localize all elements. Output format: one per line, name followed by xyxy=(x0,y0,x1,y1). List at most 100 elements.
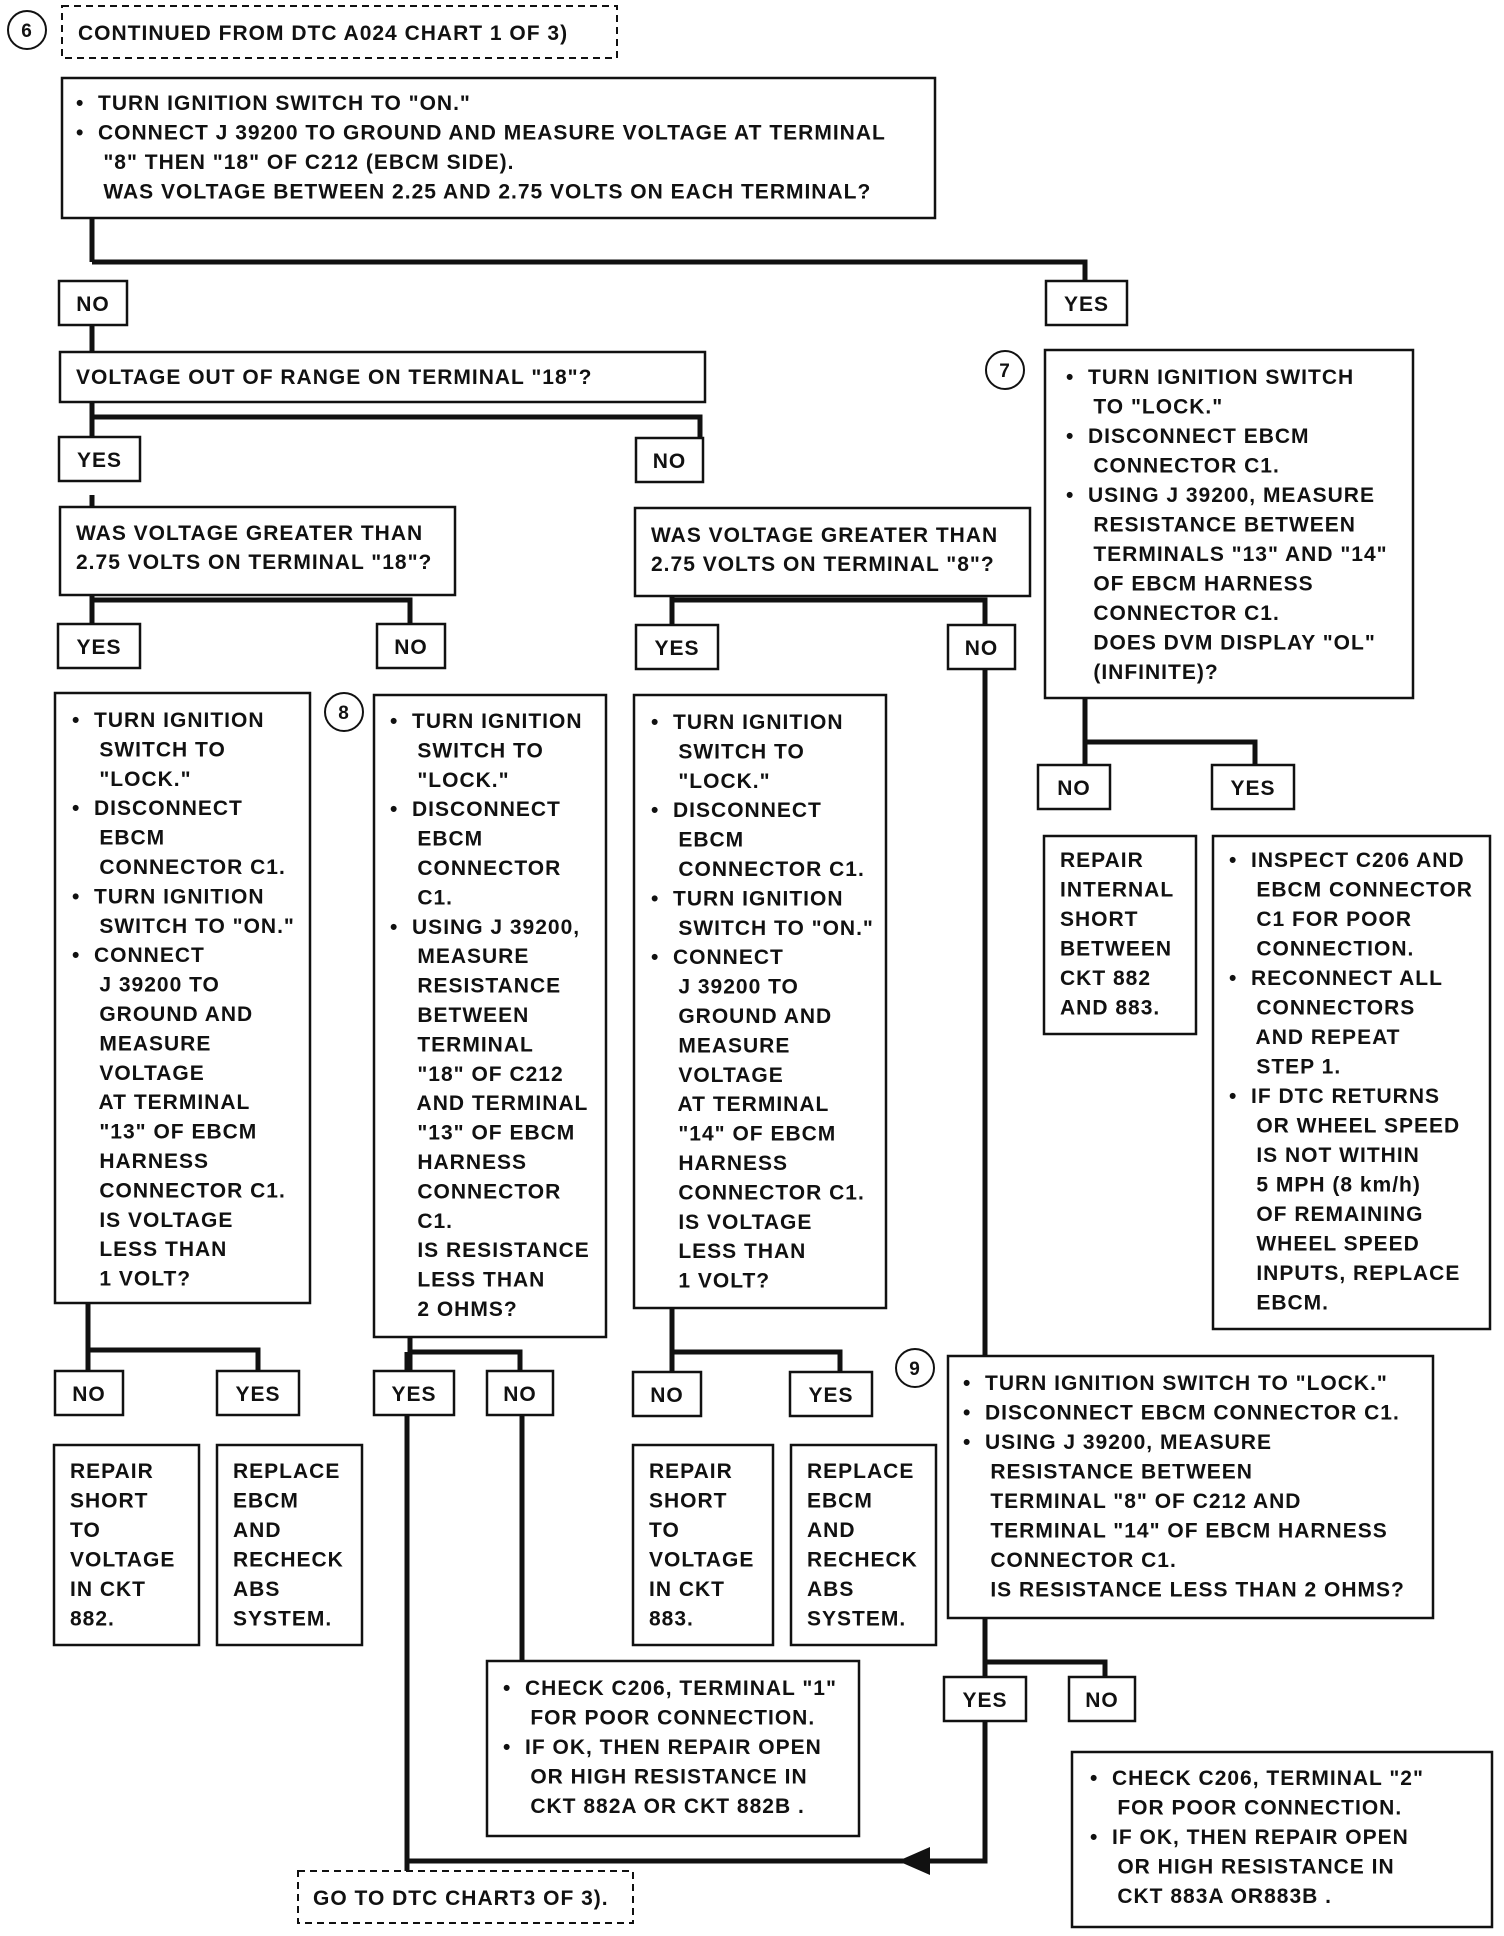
check-c206-terminal-2-box-line: FOR POOR CONNECTION. xyxy=(1090,1797,1402,1820)
question-terminal-18-box-line: VOLTAGE OUT OF RANGE ON TERMINAL "18"? xyxy=(76,366,592,389)
inspect-c206-box-line: • IF DTC RETURNS xyxy=(1229,1085,1440,1108)
step-9-box-line: CONNECTOR C1. xyxy=(963,1549,1177,1572)
check-voltage-terminal-14-box-line: J 39200 TO xyxy=(651,976,799,999)
check-resistance-terminal-18-box-line: LESS THAN xyxy=(390,1269,545,1292)
replace-ebcm-box-2-line: AND xyxy=(807,1519,856,1542)
check-voltage-terminal-13-box-line: AT TERMINAL xyxy=(72,1091,250,1114)
question-gt-terminal-18-box xyxy=(58,505,457,597)
footer-text: GO TO DTC CHART3 OF 3). xyxy=(313,1887,609,1910)
no-label: NO xyxy=(653,450,687,473)
repair-short-ckt-883-box-line: 883. xyxy=(649,1608,694,1631)
inspect-c206-box-line: CONNECTORS xyxy=(1229,997,1415,1020)
check-voltage-terminal-14-box-line: • TURN IGNITION xyxy=(651,711,844,734)
repair-internal-short-box-line: CKT 882 xyxy=(1060,967,1151,990)
inspect-c206-box-line: 5 MPH (8 km/h) xyxy=(1229,1174,1421,1197)
yes-label: YES xyxy=(654,637,699,660)
check-voltage-terminal-14-box-line: • DISCONNECT xyxy=(651,799,822,822)
check-voltage-terminal-13-box-line: MEASURE xyxy=(72,1032,211,1055)
yes-label-box xyxy=(215,1369,301,1417)
question-terminal-18-box-text: VOLTAGE OUT OF RANGE ON TERMINAL "18"? xyxy=(76,366,592,389)
check-voltage-terminal-13-box-line: IS VOLTAGE xyxy=(72,1209,233,1232)
yes-label: YES xyxy=(1064,293,1109,316)
step-6-box-text: • TURN IGNITION SWITCH TO "ON."• CONNECT… xyxy=(76,92,886,204)
check-resistance-terminal-18-box-line: AND TERMINAL xyxy=(390,1092,588,1115)
check-resistance-terminal-18-box-line: 2 OHMS? xyxy=(390,1298,518,1321)
footer-goto-box xyxy=(297,1870,634,1924)
step-9-box-line: RESISTANCE BETWEEN xyxy=(963,1461,1253,1484)
replace-ebcm-box-2-line: RECHECK xyxy=(807,1549,918,1572)
check-resistance-terminal-18-box-line: CONNECTOR xyxy=(390,857,561,880)
check-voltage-terminal-13-box-line: • TURN IGNITION xyxy=(72,709,265,732)
check-voltage-terminal-13-box-line: • TURN IGNITION xyxy=(72,885,265,908)
no-label: NO xyxy=(1057,777,1091,800)
connector-line xyxy=(1082,698,1258,772)
yes-label-box xyxy=(57,435,142,483)
step-number-7: 7 xyxy=(999,361,1011,382)
step-number-9: 9 xyxy=(909,1359,921,1380)
connector-line xyxy=(669,1308,843,1371)
repair-internal-short-box-line: AND 883. xyxy=(1060,997,1160,1020)
check-voltage-terminal-13-box-line: CONNECTOR C1. xyxy=(72,1179,286,1202)
check-resistance-terminal-18-box-line: SWITCH TO xyxy=(390,739,544,762)
check-voltage-terminal-14-box-line: "14" OF EBCM xyxy=(651,1123,836,1146)
check-voltage-terminal-14-box-line: "LOCK." xyxy=(651,770,771,793)
check-voltage-terminal-14-box-line: LESS THAN xyxy=(651,1240,806,1263)
no-label-box xyxy=(631,1370,703,1418)
check-c206-terminal-2-box-line: • IF OK, THEN REPAIR OPEN xyxy=(1090,1826,1409,1849)
check-resistance-terminal-18-box-line: BETWEEN xyxy=(390,1004,529,1027)
yes-label: YES xyxy=(962,1689,1007,1712)
check-voltage-terminal-14-box-line: GROUND AND xyxy=(651,1005,832,1028)
no-label-box xyxy=(1036,763,1112,811)
header-text: CONTINUED FROM DTC A024 CHART 1 OF 3) xyxy=(78,22,568,45)
step-7-box-line: CONNECTOR C1. xyxy=(1066,602,1280,625)
check-resistance-terminal-18-box-line: HARNESS xyxy=(390,1151,527,1174)
check-voltage-terminal-13-box-line: • CONNECT xyxy=(72,944,205,967)
yes-label-box xyxy=(788,1370,874,1418)
question-gt-terminal-8-box-line: WAS VOLTAGE GREATER THAN xyxy=(651,524,998,547)
replace-ebcm-box-1-line: AND xyxy=(233,1519,282,1542)
check-voltage-terminal-14-box-line: IS VOLTAGE xyxy=(651,1211,812,1234)
check-resistance-terminal-18-box-line: EBCM xyxy=(390,828,483,851)
step-9-box xyxy=(946,1354,1435,1620)
replace-ebcm-box-1-line: REPLACE xyxy=(233,1460,340,1483)
check-voltage-terminal-14-box-line: EBCM xyxy=(651,829,744,852)
repair-internal-short-box-line: INTERNAL xyxy=(1060,879,1174,902)
connector-line xyxy=(407,1337,523,1371)
yes-label-box xyxy=(1210,763,1296,811)
step-9-box-line: • TURN IGNITION SWITCH TO "LOCK." xyxy=(963,1372,1388,1395)
step-7-box xyxy=(1043,348,1415,700)
check-c206-terminal-2-box-line: • CHECK C206, TERMINAL "2" xyxy=(1090,1767,1424,1790)
check-voltage-terminal-13-box-line: CONNECTOR C1. xyxy=(72,856,286,879)
arrow-head-icon xyxy=(898,1847,930,1875)
yes-label: YES xyxy=(391,1383,436,1406)
check-voltage-terminal-14-box-line: SWITCH TO xyxy=(651,740,805,763)
inspect-c206-box-text: • INSPECT C206 AND EBCM CONNECTOR C1 FOR… xyxy=(1229,849,1473,1315)
replace-ebcm-box-2 xyxy=(789,1443,938,1647)
question-gt-terminal-18-box-line: 2.75 VOLTS ON TERMINAL "18"? xyxy=(76,551,432,574)
inspect-c206-box-line: EBCM. xyxy=(1229,1292,1329,1315)
yes-label-box xyxy=(634,623,720,671)
repair-short-ckt-882-box-line: SHORT xyxy=(70,1490,149,1513)
step-7-box-line: • USING J 39200, MEASURE xyxy=(1066,484,1375,507)
inspect-c206-box-line: OR WHEEL SPEED xyxy=(1229,1115,1460,1138)
step-7-box-line: • DISCONNECT EBCM xyxy=(1066,425,1310,448)
check-voltage-terminal-14-box-line: • TURN IGNITION xyxy=(651,887,844,910)
check-voltage-terminal-13-box-line: • DISCONNECT xyxy=(72,797,243,820)
check-voltage-terminal-13-box-line: VOLTAGE xyxy=(72,1062,205,1085)
yes-label: YES xyxy=(808,1384,853,1407)
check-voltage-terminal-13-box-line: SWITCH TO "ON." xyxy=(72,915,295,938)
repair-short-ckt-883-box-line: REPAIR xyxy=(649,1460,733,1483)
check-voltage-terminal-13-box-line: "LOCK." xyxy=(72,768,192,791)
check-resistance-terminal-18-box-line: • DISCONNECT xyxy=(390,798,561,821)
check-c206-terminal-2-box-line: OR HIGH RESISTANCE IN xyxy=(1090,1856,1395,1879)
check-voltage-terminal-13-box-line: LESS THAN xyxy=(72,1238,227,1261)
yes-label: YES xyxy=(1230,777,1275,800)
repair-short-ckt-883-box-line: TO xyxy=(649,1519,680,1542)
check-voltage-terminal-13-box-line: SWITCH TO xyxy=(72,738,226,761)
replace-ebcm-box-1-line: EBCM xyxy=(233,1490,299,1513)
step-6-box-line: • CONNECT J 39200 TO GROUND AND MEASURE … xyxy=(76,122,886,145)
